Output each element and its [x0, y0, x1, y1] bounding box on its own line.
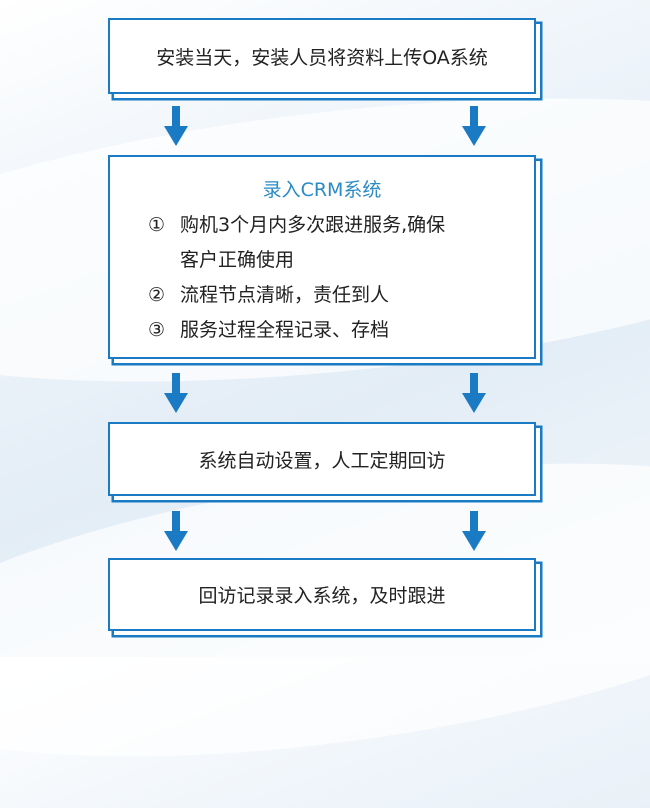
down-arrow-icon: [462, 511, 486, 551]
list-item: ① 购机3个月内多次跟进服务,确保客户正确使用: [148, 208, 534, 278]
down-arrow-icon: [462, 106, 486, 146]
item-text: 购机3个月内多次跟进服务,确保: [180, 214, 446, 236]
down-arrow-icon: [164, 373, 188, 413]
list-item: ③ 服务过程全程记录、存档: [148, 313, 534, 348]
item-number: ③: [148, 319, 166, 341]
down-arrow-icon: [164, 106, 188, 146]
list-item: ② 流程节点清晰，责任到人: [148, 278, 534, 313]
item-text: 客户正确使用: [180, 249, 295, 271]
step-3-text: 系统自动设置，人工定期回访: [198, 449, 446, 472]
item-number: ①: [148, 214, 166, 236]
step-2-box: 录入CRM系统 ① 购机3个月内多次跟进服务,确保客户正确使用 ② 流程节点清晰…: [108, 155, 536, 359]
down-arrow-icon: [462, 373, 486, 413]
down-arrow-icon: [164, 511, 188, 551]
step-2-title: 录入CRM系统: [262, 179, 382, 201]
step-4-text: 回访记录录入系统，及时跟进: [198, 585, 446, 607]
step-1-text: 安装当天，安装人员将资料上传OA系统: [156, 46, 488, 69]
step-4-box: 回访记录录入系统，及时跟进: [108, 558, 536, 631]
step-3-box: 系统自动设置，人工定期回访: [108, 422, 536, 496]
item-number: ②: [148, 284, 166, 306]
item-text: 流程节点清晰，责任到人: [180, 284, 390, 306]
step-1-box: 安装当天，安装人员将资料上传OA系统: [108, 18, 536, 94]
item-text: 服务过程全程记录、存档: [180, 319, 390, 341]
